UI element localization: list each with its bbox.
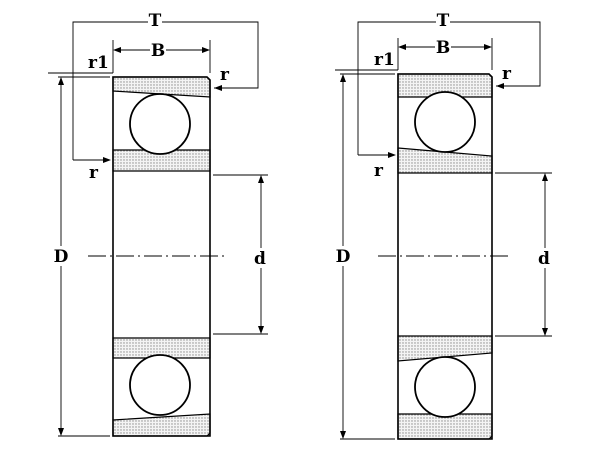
label-B: B [151, 41, 165, 61]
ball-bottom [129, 354, 191, 416]
label-r-left: r [374, 161, 384, 181]
label-d: d [254, 249, 266, 269]
ball-top [129, 93, 191, 155]
t-bracket [357, 21, 541, 155]
bearing-drawing-left: T B r1 r r D d [48, 11, 268, 437]
label-D: D [54, 247, 69, 267]
label-T: T [149, 11, 162, 31]
label-d: d [538, 249, 550, 269]
ball-bottom [414, 356, 476, 418]
label-D: D [336, 247, 351, 267]
label-r1: r1 [374, 50, 395, 70]
label-T: T [437, 11, 450, 31]
ball-top [414, 91, 476, 153]
label-r-left: r [89, 163, 99, 183]
outer-ring-bottom [112, 413, 211, 437]
bearing-outline [397, 73, 493, 440]
label-r1: r1 [88, 53, 109, 73]
t-bracket [72, 21, 259, 160]
bearing-outline [112, 76, 211, 437]
label-r-top: r [502, 64, 512, 84]
label-r-top: r [220, 65, 230, 85]
bearing-drawing-right: T B r1 r r D d [334, 11, 552, 440]
label-B: B [436, 38, 450, 58]
